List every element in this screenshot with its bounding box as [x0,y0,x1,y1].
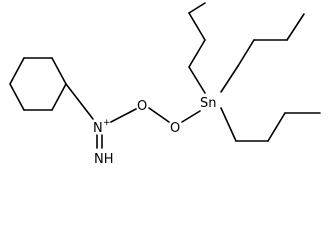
oxygen-1-label: O [137,99,147,114]
nitrogen-charge-label: + [103,118,111,128]
ring-to-nitrogen-bond [65,83,94,120]
butyl-2-bond-2 [237,39,255,67]
peroxide-bond [148,107,170,123]
ring-bond-5 [9,83,25,111]
butyl-chain-1 [188,2,206,94]
butyl-1-bond-2 [188,39,206,68]
ring-bond-6 [9,57,25,85]
chemical-structure: N + NH O O Sn [9,2,321,167]
butyl-chain-2 [220,13,305,93]
butyl-1-bond-4 [188,2,206,14]
nitrogen-cation-label: N [93,121,103,136]
ring-bond-3 [51,83,67,111]
butyl-1-bond-3 [188,12,206,41]
butyl-3-bond-3 [267,112,286,142]
butyl-3-bond-1 [220,107,237,142]
butyl-1-bond-1 [188,66,206,94]
butyl-chain-3 [220,107,321,142]
ring-bond-2 [51,57,67,85]
butyl-2-bond-4 [286,13,305,41]
oxygen-to-tin-bond [181,110,201,123]
nitrogen-to-oxygen-bond [110,108,137,123]
oxygen-2-label: O [170,121,180,136]
imine-nh-label: NH [94,152,114,167]
cyclohexyl-ring [9,57,67,111]
tin-label: Sn [200,96,217,111]
butyl-2-bond-1 [220,65,239,93]
